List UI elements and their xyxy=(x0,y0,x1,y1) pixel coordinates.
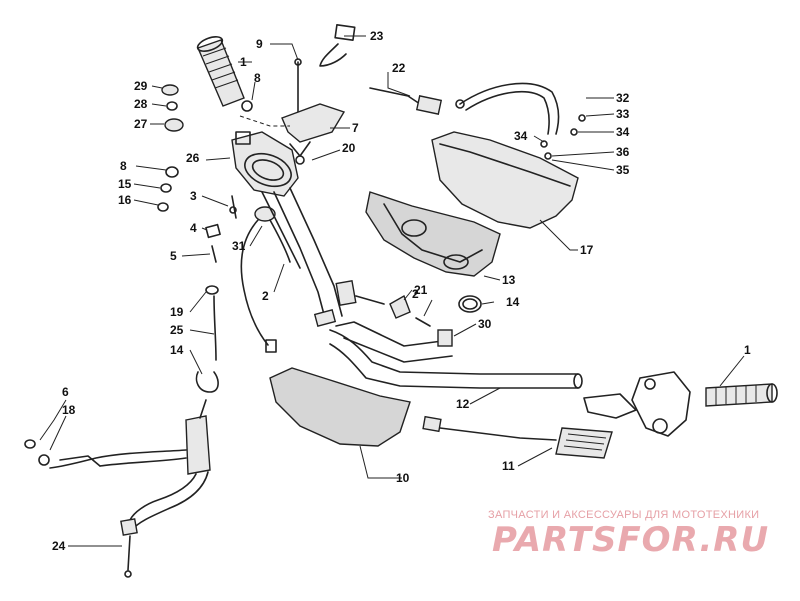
callout-5: 5 xyxy=(170,249,177,263)
right-wire-hardware xyxy=(455,82,586,160)
callout-17: 17 xyxy=(580,243,594,257)
callout-19: 19 xyxy=(170,305,184,319)
callout-8-lower: 8 xyxy=(120,159,127,173)
callout-1-right-grip: 1 xyxy=(744,343,751,357)
bolts-left xyxy=(205,195,237,263)
callout-labels: 1 1 2 2 3 4 5 6 7 8 8 9 10 11 12 13 14 1… xyxy=(52,29,751,553)
callout-34-left: 34 xyxy=(514,129,528,143)
watermark-logo: PARTSFOR.RU xyxy=(492,520,770,560)
callout-30: 30 xyxy=(478,317,492,331)
callout-27: 27 xyxy=(134,117,148,131)
callout-29: 29 xyxy=(134,79,148,93)
callout-14-cable: 14 xyxy=(170,343,184,357)
callout-13: 13 xyxy=(502,273,516,287)
callout-2-mid: 2 xyxy=(412,287,419,301)
callout-1-left-grip: 1 xyxy=(240,55,247,69)
heater-element xyxy=(422,415,613,459)
throttle-cable xyxy=(240,191,301,353)
callout-22: 22 xyxy=(392,61,406,75)
callout-11: 11 xyxy=(502,459,515,473)
callout-2-throttle-cable: 2 xyxy=(262,289,269,303)
small-hardware-left xyxy=(157,84,184,212)
bracket-assembly xyxy=(239,58,346,157)
left-grip xyxy=(196,36,245,107)
callout-28: 28 xyxy=(134,97,148,111)
steering-column xyxy=(273,187,343,327)
lower-cable-assembly xyxy=(24,285,219,578)
lower-cover xyxy=(269,367,411,447)
callout-36: 36 xyxy=(616,145,630,159)
callout-26: 26 xyxy=(186,151,200,165)
handguard-cover xyxy=(365,191,501,277)
callout-10: 10 xyxy=(396,471,410,485)
callout-20: 20 xyxy=(342,141,356,155)
switch-wire-assembly xyxy=(319,24,443,115)
callout-33: 33 xyxy=(616,107,630,121)
callout-8-upper: 8 xyxy=(254,71,261,85)
steering-post-head xyxy=(231,131,305,197)
callout-7: 7 xyxy=(352,121,359,135)
hardware-mid xyxy=(335,279,482,327)
watermark-tagline: ЗАПЧАСТИ И АКСЕССУАРЫ ДЛЯ МОТОТЕХНИКИ xyxy=(488,509,760,521)
callout-32: 32 xyxy=(616,91,630,105)
callout-9: 9 xyxy=(256,37,263,51)
callout-16: 16 xyxy=(118,193,132,207)
handlebar xyxy=(329,321,583,389)
callout-4: 4 xyxy=(190,221,197,235)
callout-25: 25 xyxy=(170,323,184,337)
handlebar-pad xyxy=(431,131,579,229)
right-grip-throttle xyxy=(583,371,778,437)
callout-3: 3 xyxy=(190,189,197,203)
callout-31: 31 xyxy=(232,239,246,253)
callout-14-ring: 14 xyxy=(506,295,520,309)
callout-12: 12 xyxy=(456,397,470,411)
callout-23: 23 xyxy=(370,29,384,43)
callout-6: 6 xyxy=(62,385,69,399)
callout-24: 24 xyxy=(52,539,66,553)
callout-15: 15 xyxy=(118,177,132,191)
callout-18: 18 xyxy=(62,403,76,417)
callout-21: 21 xyxy=(414,283,428,297)
callout-34-right: 34 xyxy=(616,125,630,139)
leader-lines xyxy=(39,35,745,547)
callout-35: 35 xyxy=(616,163,630,177)
